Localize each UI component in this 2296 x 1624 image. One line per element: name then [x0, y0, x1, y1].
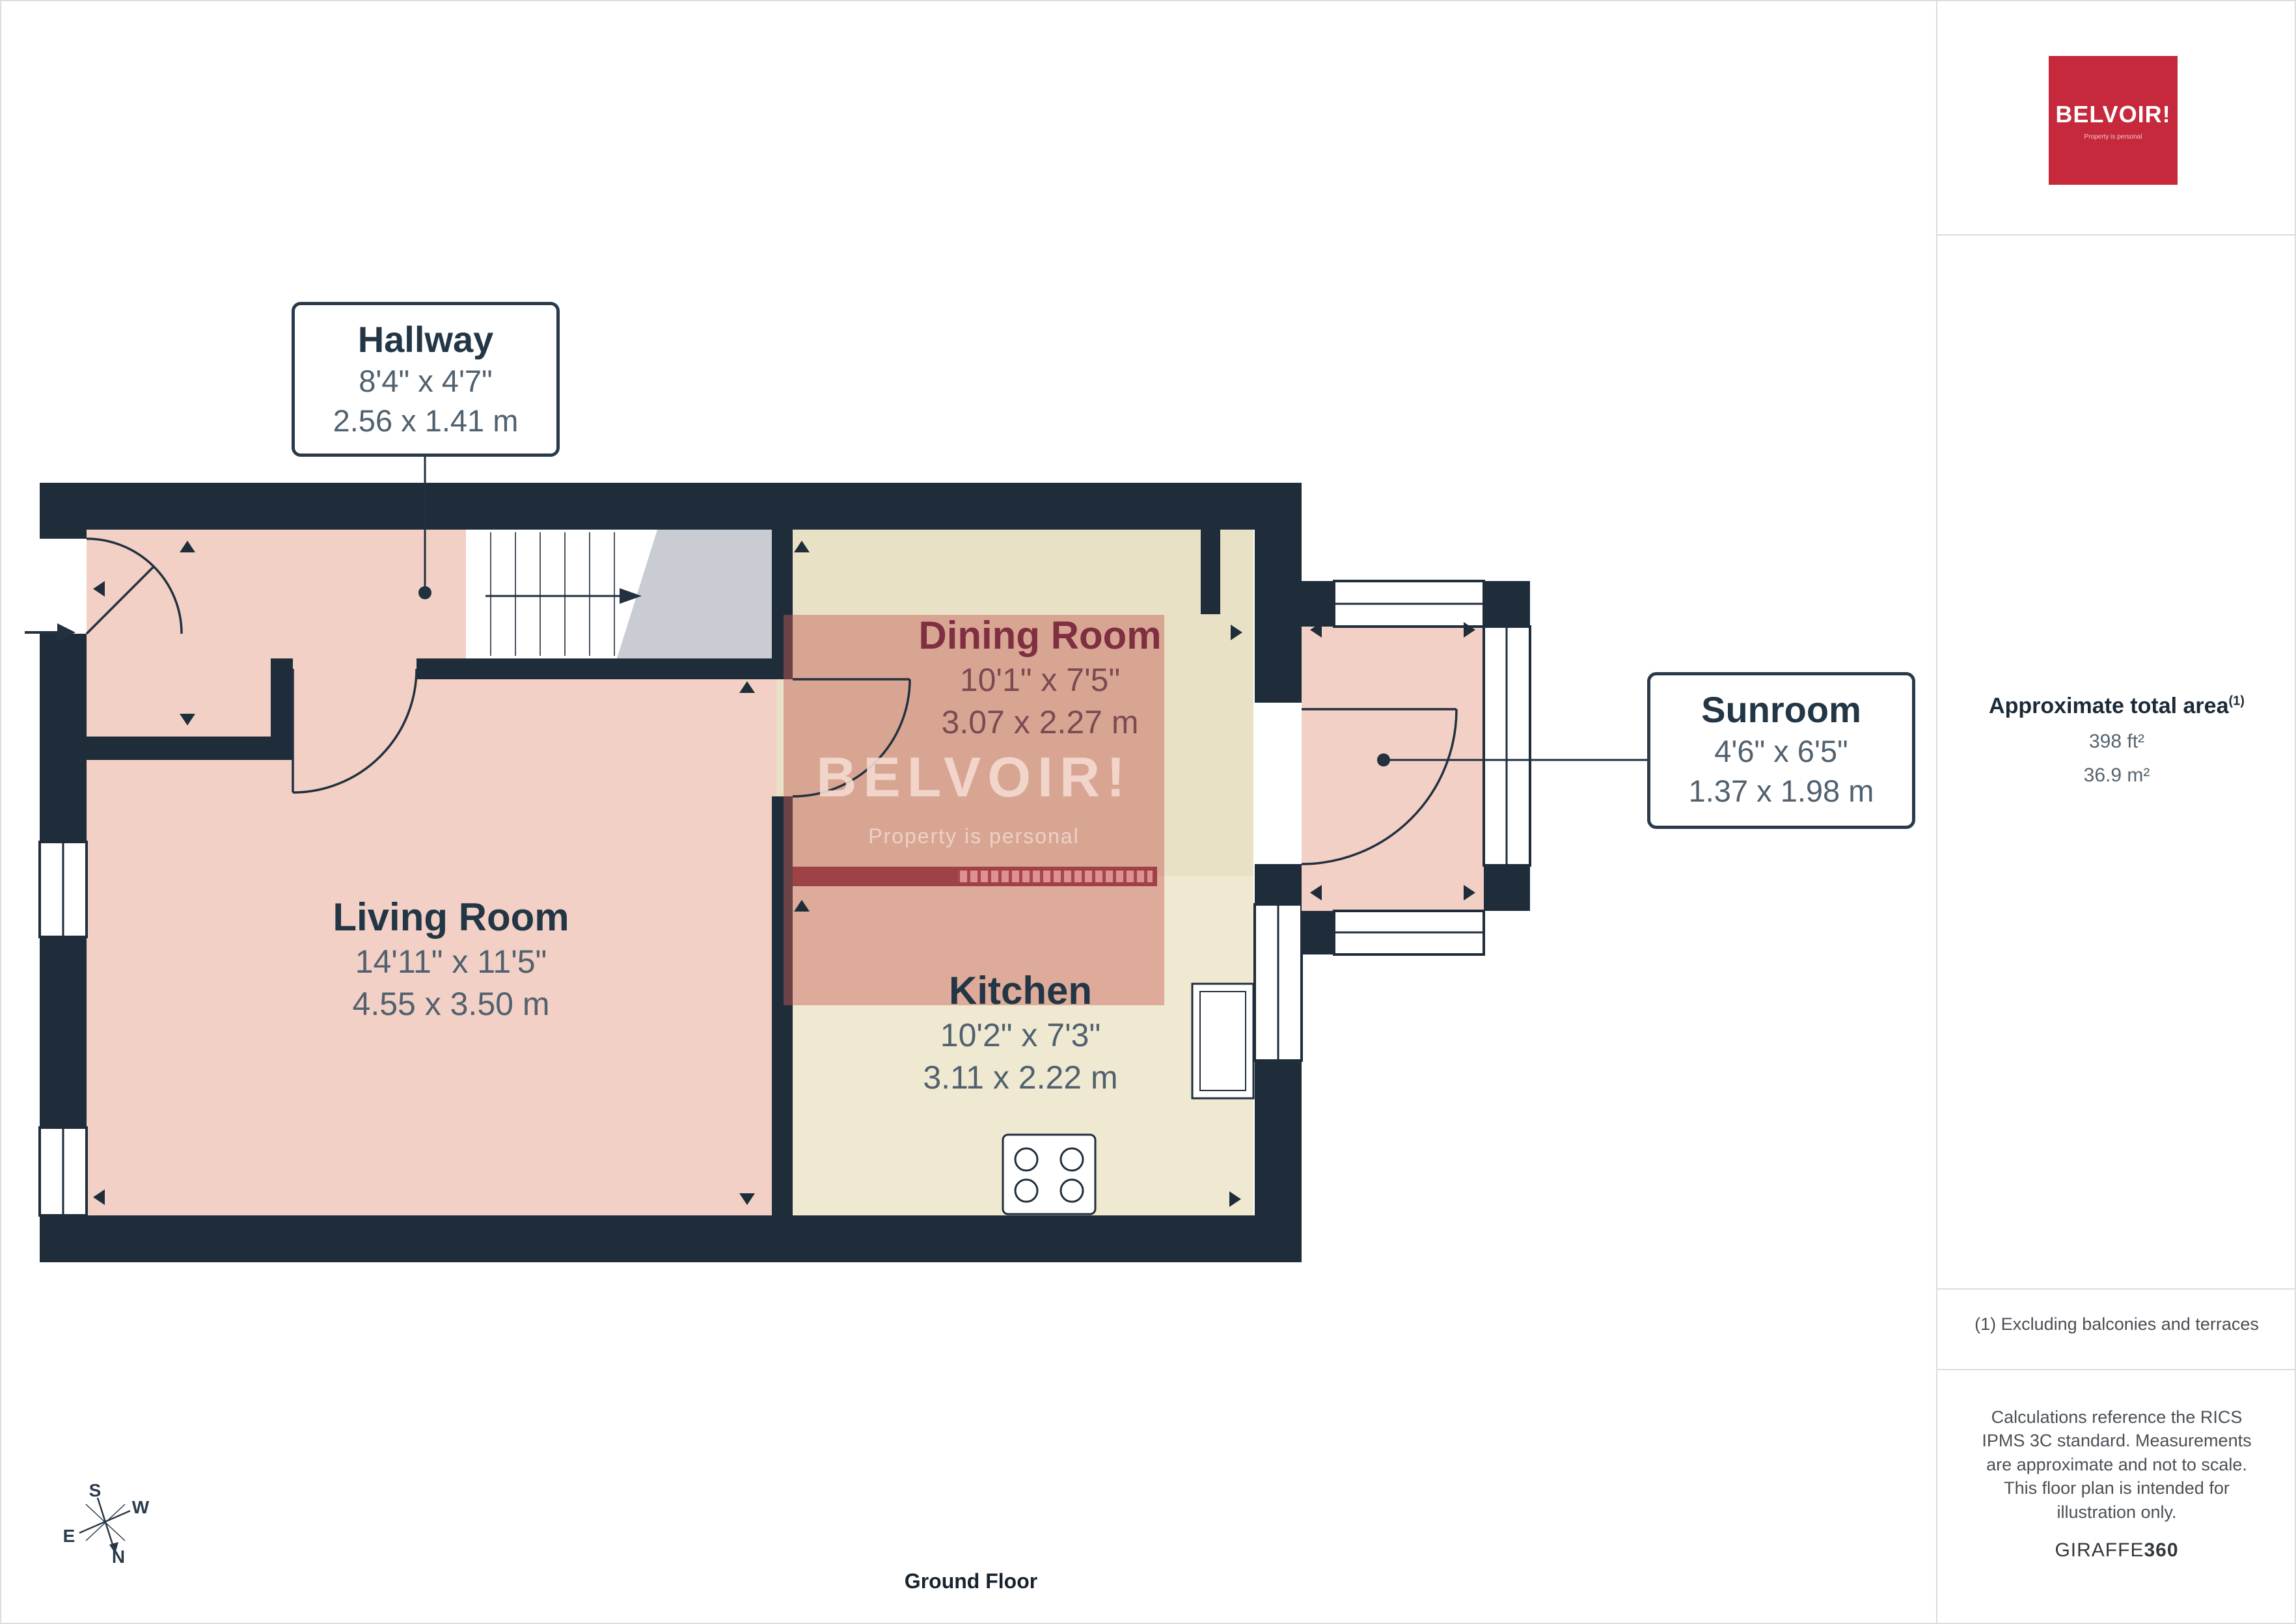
floor-label: Ground Floor [904, 1569, 1038, 1593]
leader-lines [418, 455, 1647, 766]
room-dim-metric: 2.56 x 1.41 m [333, 403, 519, 439]
room-dim-metric: 4.55 x 3.50 m [352, 985, 550, 1022]
hob-icon [1002, 1133, 1097, 1215]
room-dim-imperial: 10'1" x 7'5" [959, 661, 1121, 698]
room-label-living-room: Living Room 14'11" x 11'5" 4.55 x 3.50 m [282, 895, 620, 1025]
callout-hallway: Hallway 8'4" x 4'7" 2.56 x 1.41 m [292, 302, 560, 457]
brand-text: GIRAFFE [2055, 1539, 2144, 1561]
entry-arrow-icon [25, 623, 75, 642]
compass-north: N [112, 1547, 125, 1567]
total-area-title-text: Approximate total area [1989, 694, 2229, 718]
sidebar: BELVOIR! Property is personal Approximat… [1936, 0, 2296, 1624]
brand-suffix: 360 [2144, 1539, 2179, 1561]
room-dim-imperial: 14'11" x 11'5" [355, 943, 547, 980]
total-area-block: Approximate total area(1) 398 ft² 36.9 m… [1937, 694, 2296, 787]
room-dim-imperial: 4'6" x 6'5" [1714, 734, 1848, 769]
compass-south: S [89, 1480, 102, 1500]
total-area-superscript: (1) [2228, 694, 2245, 709]
doors [85, 537, 1458, 865]
total-area-m: 36.9 m² [2083, 765, 2150, 786]
measure-arrows [93, 541, 1475, 1207]
logo-text: BELVOIR! [2055, 100, 2171, 128]
room-name: Living Room [333, 895, 569, 939]
room-dim-imperial: 8'4" x 4'7" [359, 364, 493, 399]
compass-east: E [63, 1526, 75, 1546]
compass-icon: S W E N [63, 1480, 150, 1567]
divider-line [1937, 1369, 2296, 1370]
staircase [466, 530, 772, 658]
kitchen-fixtures [1002, 982, 1255, 1215]
divider-line [1937, 234, 2296, 236]
exclusion-note: (1) Excluding balconies and terraces [1975, 1314, 2259, 1334]
callout-sunroom: Sunroom 4'6" x 6'5" 1.37 x 1.98 m [1647, 672, 1915, 829]
room-name: Dining Room [918, 614, 1162, 657]
logo-tagline: Property is personal [2084, 133, 2142, 141]
room-dim-metric: 3.07 x 2.27 m [941, 703, 1139, 740]
divider-line [1937, 1288, 2296, 1290]
compass-west: W [132, 1497, 150, 1517]
belvoir-logo: BELVOIR! Property is personal [2049, 56, 2178, 185]
total-area-ft: 398 ft² [2088, 731, 2145, 752]
windows [38, 539, 1303, 1217]
room-dim-metric: 1.37 x 1.98 m [1688, 774, 1874, 809]
disclaimer-text: Calculations reference the RICS IPMS 3C … [1982, 1407, 2252, 1522]
room-dim-imperial: 10'2" x 7'3" [940, 1016, 1101, 1053]
giraffe360-brand: GIRAFFE360 [1937, 1539, 2296, 1562]
total-area-title: Approximate total area(1) [1937, 694, 2296, 719]
room-label-kitchen: Kitchen 10'2" x 7'3" 3.11 x 2.22 m [851, 968, 1190, 1099]
room-dim-metric: 3.11 x 2.22 m [923, 1059, 1118, 1096]
kitchen-divider [793, 867, 1157, 886]
room-name: Kitchen [948, 969, 1093, 1012]
room-name: Hallway [357, 319, 494, 360]
sunroom-structure [1302, 580, 1531, 956]
room-label-dining-room: Dining Room 10'1" x 7'5" 3.07 x 2.27 m [871, 613, 1209, 744]
interior-walls [87, 530, 1220, 1215]
room-name: Sunroom [1701, 689, 1861, 730]
